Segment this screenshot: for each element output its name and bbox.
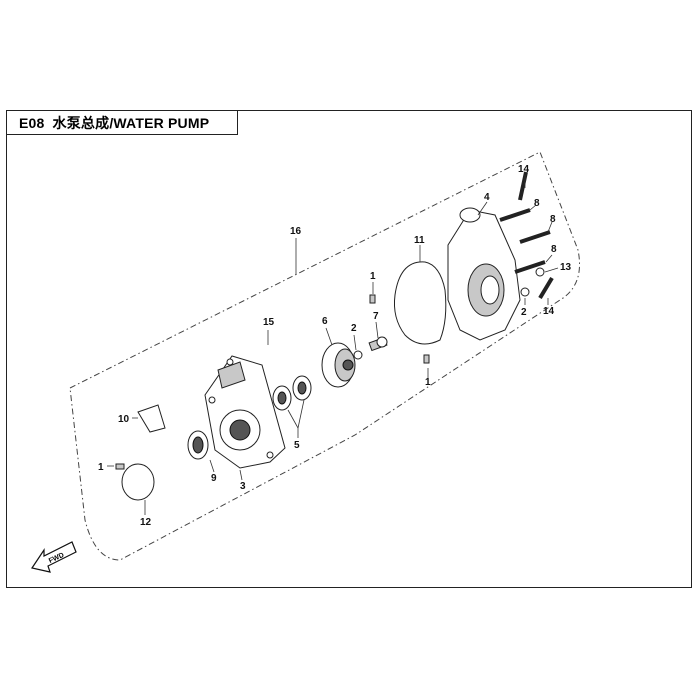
pin-1-mid xyxy=(369,294,376,304)
callout-3: 3 xyxy=(240,481,246,492)
section-code: E08 xyxy=(19,114,45,131)
callout-15: 15 xyxy=(263,317,275,328)
diagram-frame xyxy=(6,110,692,588)
callout-14-low: 14 xyxy=(543,306,555,317)
assembly-boundary xyxy=(69,151,580,561)
bearing-5 xyxy=(272,375,312,411)
pump-housing-4 xyxy=(447,207,521,341)
pin-1-right xyxy=(423,354,430,364)
callout-5: 5 xyxy=(294,440,300,451)
page-title: 水泵总成/WATER PUMP xyxy=(52,114,210,131)
callout-2-left: 2 xyxy=(351,323,357,334)
pin-1-left xyxy=(115,463,125,470)
gasket-11 xyxy=(394,261,447,345)
bolt-7 xyxy=(368,336,388,352)
callout-14-top: 14 xyxy=(518,164,530,175)
callout-13: 13 xyxy=(560,262,572,273)
callout-1-mid: 1 xyxy=(370,271,376,282)
callout-12: 12 xyxy=(140,517,152,528)
callout-8-low: 8 xyxy=(551,244,557,255)
pump-cover xyxy=(204,355,286,469)
callout-7: 7 xyxy=(373,311,379,322)
washer-2-right xyxy=(520,287,530,297)
callout-9: 9 xyxy=(211,473,217,484)
callout-1-right: 1 xyxy=(425,377,431,388)
leader-lines xyxy=(107,175,559,515)
fwd-arrow-icon: FWD xyxy=(31,541,77,573)
callout-11: 11 xyxy=(414,235,425,246)
seal-9 xyxy=(187,430,209,460)
o-ring-12 xyxy=(121,463,155,501)
callout-4: 4 xyxy=(484,192,490,203)
callout-8-top: 8 xyxy=(534,198,540,209)
title-box: E08 水泵总成/WATER PUMP xyxy=(6,110,238,135)
callout-6: 6 xyxy=(322,316,328,327)
callout-1-left: 1 xyxy=(98,462,104,473)
nut-13 xyxy=(535,267,545,277)
callout-16: 16 xyxy=(290,226,302,237)
gasket-10 xyxy=(137,404,166,433)
callout-8-mid: 8 xyxy=(550,214,556,225)
callout-2-right: 2 xyxy=(521,307,527,318)
callout-10: 10 xyxy=(118,414,130,425)
bolts-8 xyxy=(499,208,551,274)
impeller-6 xyxy=(321,342,356,388)
washer-2-left xyxy=(353,350,363,360)
